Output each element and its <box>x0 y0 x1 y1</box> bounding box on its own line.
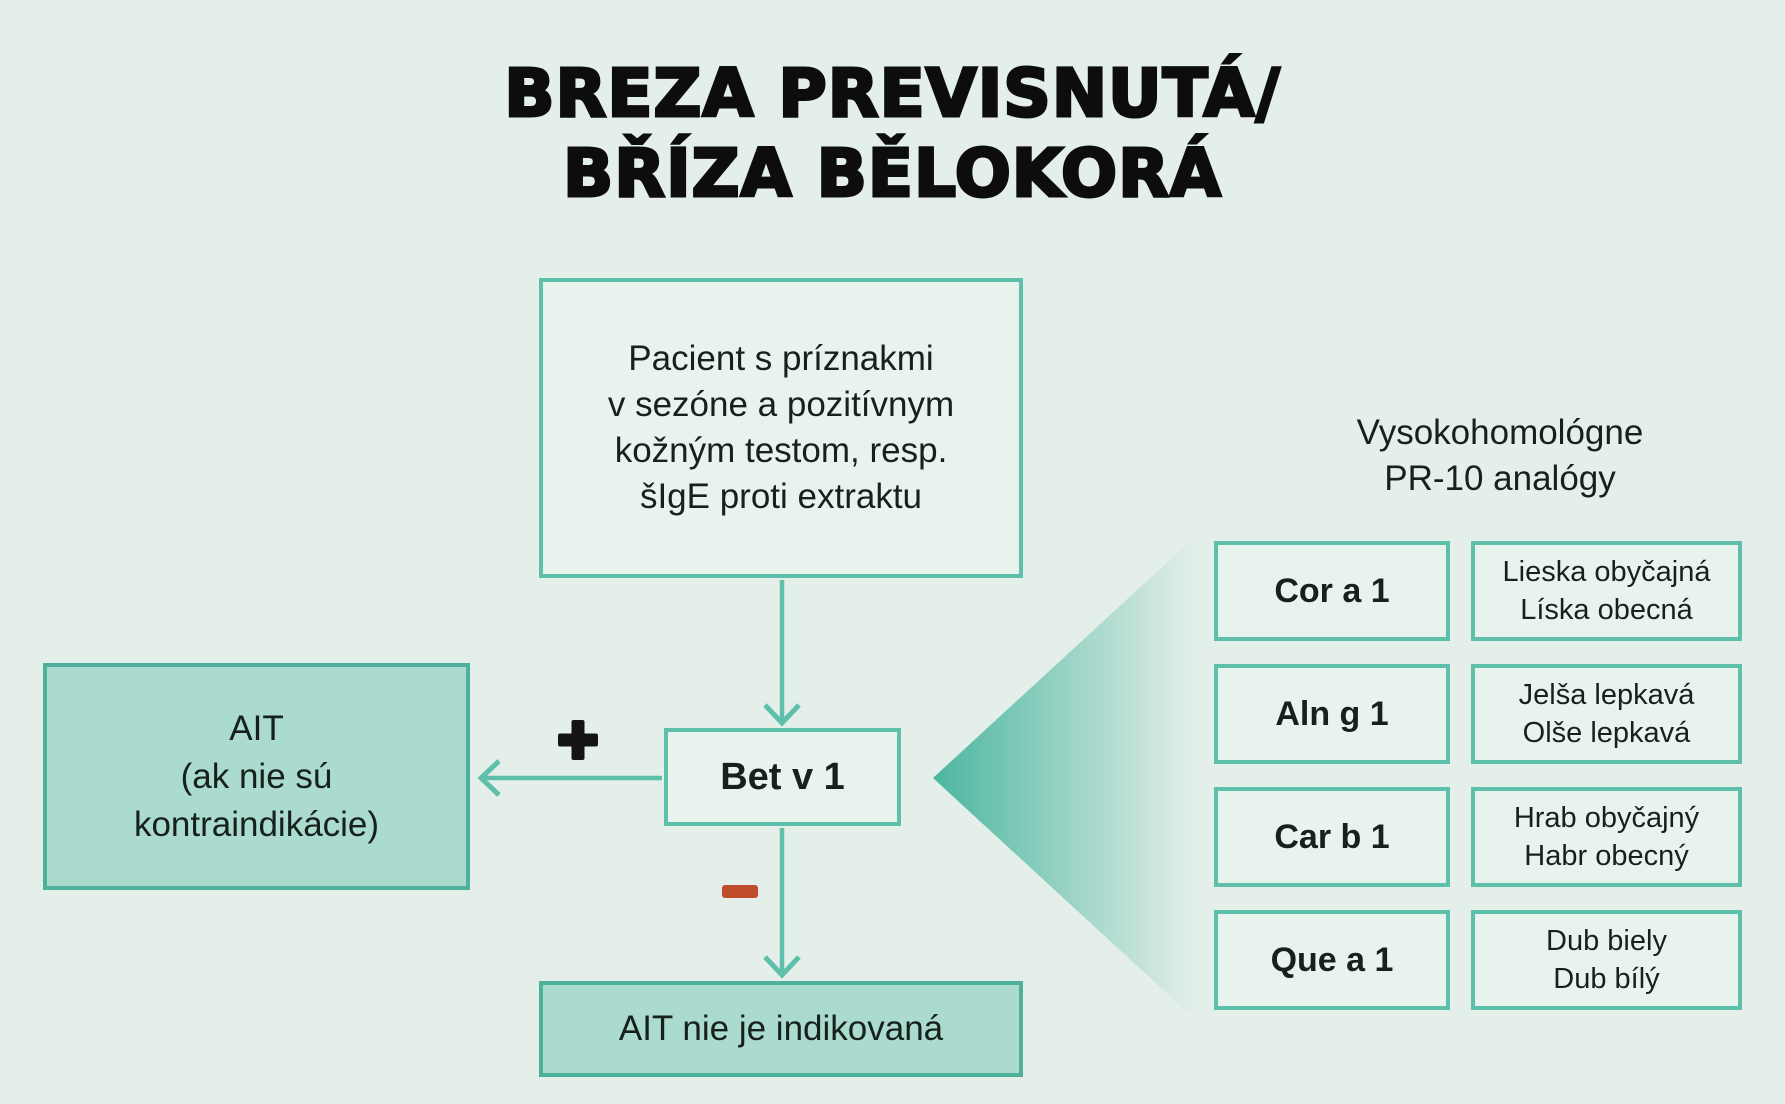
homolog-code: Aln g 1 <box>1275 694 1389 733</box>
homolog-code: Car b 1 <box>1274 817 1390 856</box>
arrow-patient-to-betv1 <box>763 580 801 727</box>
patient-symptoms-line: kožným testom, resp. <box>614 431 948 470</box>
ait-not-indicated-box: AIT nie je indikovaná <box>539 981 1023 1077</box>
homolog-name-primary: Dub biely <box>1546 925 1667 957</box>
ait-line: AIT <box>229 708 284 748</box>
betv1-allergen-box: Bet v 1 <box>664 728 901 826</box>
homolog-row-carb1: Car b 1 Hrab obyčajný Habr obecný <box>1214 787 1742 887</box>
homolog-name-secondary: Habr obecný <box>1524 840 1689 872</box>
homolog-name-secondary: Dub bílý <box>1553 963 1660 995</box>
patient-symptoms-line: šIgE proti extraktu <box>639 477 923 516</box>
arrowhead-left-icon <box>477 759 501 797</box>
homolog-name-box: Jelša lepkavá Olše lepkavá <box>1471 664 1742 764</box>
homolog-code-box: Aln g 1 <box>1214 664 1450 764</box>
homologs-heading-line2: PR-10 analógy <box>1384 459 1616 498</box>
homolog-code-box: Que a 1 <box>1214 910 1450 1010</box>
patient-symptoms-line: Pacient s príznakmi <box>628 339 934 378</box>
arrowhead-down-icon <box>763 703 801 727</box>
homolog-name-primary: Lieska obyčajná <box>1502 556 1711 588</box>
homologs-heading-line1: Vysokohomológne <box>1356 413 1644 452</box>
betv1-label: Bet v 1 <box>720 755 845 798</box>
patient-symptoms-line: v sezóne a pozitívnym <box>607 385 955 424</box>
homolog-row-quea1: Que a 1 Dub biely Dub bílý <box>1214 910 1742 1010</box>
homolog-name-secondary: Olše lepkavá <box>1522 717 1691 749</box>
page-title: BREZA PREVISNUTÁ/ BŘÍZA BĚLOKORÁ <box>0 54 1785 214</box>
page-title-line1: BREZA PREVISNUTÁ/ <box>503 54 1281 134</box>
ait-indicated-box: AIT (ak nie sú kontraindikácie) <box>43 663 470 890</box>
homolog-name-box: Dub biely Dub bílý <box>1471 910 1742 1010</box>
homolog-code: Que a 1 <box>1270 940 1394 979</box>
homolog-name-secondary: Líska obecná <box>1520 594 1693 626</box>
homologs-grid: Cor a 1 Lieska obyčajná Líska obecná Aln… <box>1214 541 1742 1010</box>
ait-line: (ak nie sú <box>180 756 333 796</box>
homolog-row-cora1: Cor a 1 Lieska obyčajná Líska obecná <box>1214 541 1742 641</box>
homolog-name-primary: Jelša lepkavá <box>1518 679 1695 711</box>
arrow-betv1-to-ait <box>477 759 662 797</box>
homologs-heading: Vysokohomológne PR-10 analógy <box>1339 410 1661 502</box>
ait-not-indicated-label: AIT nie je indikovaná <box>618 1009 944 1048</box>
patient-symptoms-box: Pacient s príznakmi v sezóne a pozitívny… <box>539 278 1023 578</box>
page-title-line2: BŘÍZA BĚLOKORÁ <box>562 134 1223 214</box>
arrowhead-down-icon <box>763 955 801 979</box>
minus-icon <box>722 885 758 898</box>
homolog-code-box: Car b 1 <box>1214 787 1450 887</box>
homolog-row-alng1: Aln g 1 Jelša lepkavá Olše lepkavá <box>1214 664 1742 764</box>
plus-icon <box>558 720 598 760</box>
homolog-code: Cor a 1 <box>1274 571 1390 610</box>
homolog-name-primary: Hrab obyčajný <box>1513 802 1700 834</box>
homolog-code-box: Cor a 1 <box>1214 541 1450 641</box>
arrow-betv1-to-notindicated <box>763 828 801 979</box>
ait-line: kontraindikácie) <box>133 804 380 844</box>
homolog-name-box: Hrab obyčajný Habr obecný <box>1471 787 1742 887</box>
homolog-name-box: Lieska obyčajná Líska obecná <box>1471 541 1742 641</box>
homologs-fan-triangle <box>933 535 1197 1021</box>
